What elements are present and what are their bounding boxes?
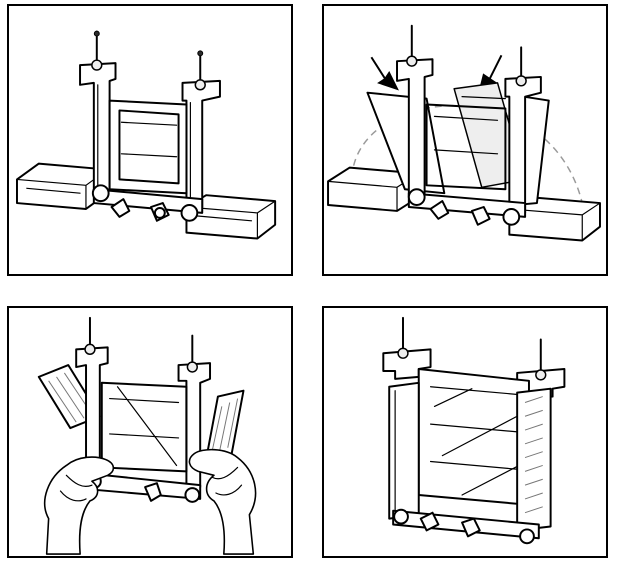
panel-step-2 xyxy=(322,4,608,276)
panel-step-1 xyxy=(7,4,293,276)
panel-step-3 xyxy=(7,306,293,558)
hands-squeeze-icon xyxy=(37,316,257,555)
insert-plates-arrows-icon xyxy=(327,24,601,242)
arrow-right-icon xyxy=(478,54,503,93)
assembled-cassette-icon xyxy=(382,316,566,545)
open-frame-icon xyxy=(16,30,277,240)
panel-step-4 xyxy=(322,306,608,558)
arrow-left-icon xyxy=(370,56,399,91)
